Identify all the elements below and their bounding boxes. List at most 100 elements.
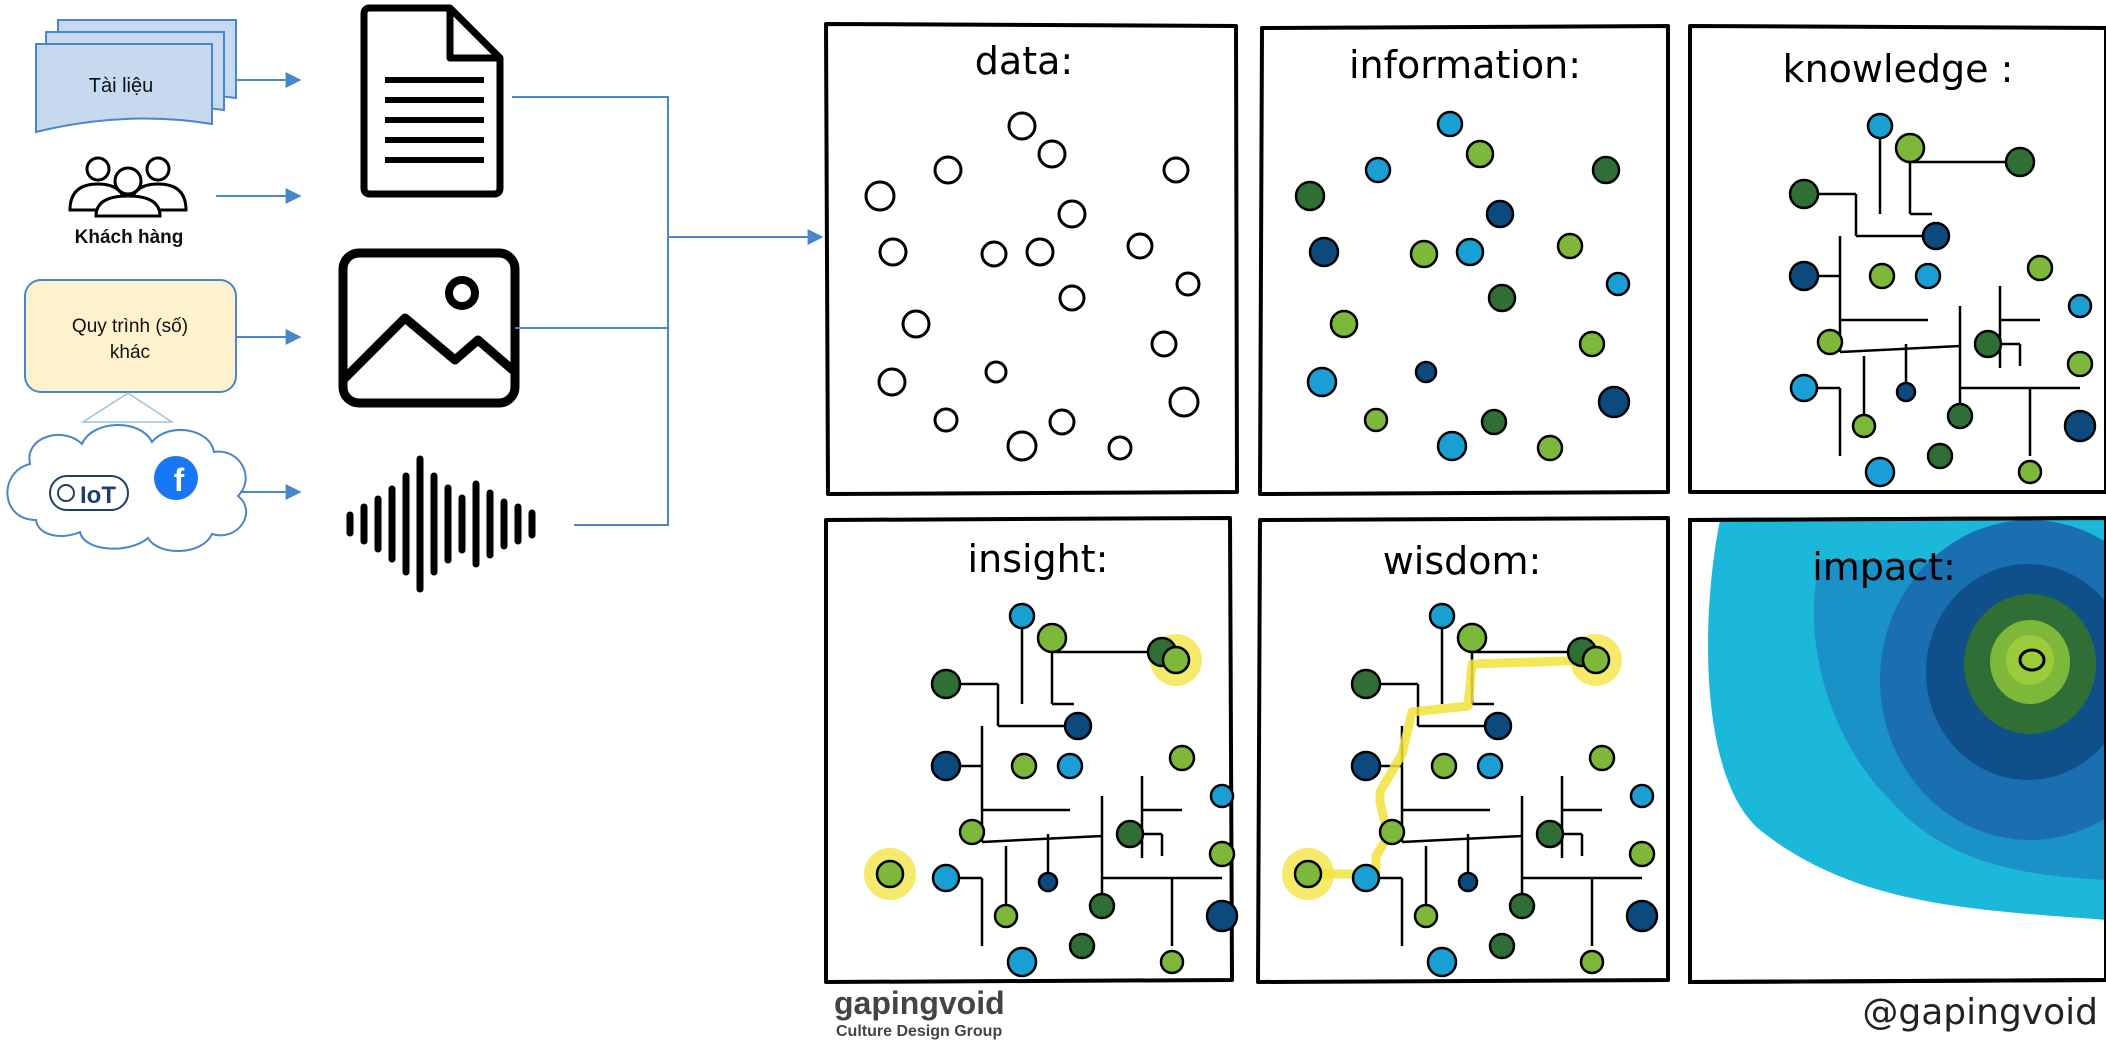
information-dot <box>1364 156 1392 184</box>
network-node <box>1476 752 1504 780</box>
merge-connector <box>512 96 824 526</box>
network-node <box>993 903 1019 929</box>
network-node <box>2067 293 2093 319</box>
network-node <box>1868 262 1896 290</box>
data-dot <box>984 360 1008 384</box>
panel-knowledge-title: knowledge : <box>1783 47 2014 91</box>
network-node <box>1788 178 1820 210</box>
data-dot <box>980 240 1008 268</box>
information-dot <box>1597 385 1631 419</box>
network-node <box>1579 949 1605 975</box>
gapingvoid-logo: gapingvoid Culture Design Group <box>834 985 1005 1040</box>
network-node <box>1457 871 1479 893</box>
information-dot <box>1409 239 1439 269</box>
network-node <box>1625 899 1659 933</box>
network-node <box>1588 744 1616 772</box>
data-dot <box>864 180 896 212</box>
network-node <box>1351 863 1381 893</box>
network-node <box>2026 254 2054 282</box>
wisdom-network <box>1282 602 1659 978</box>
information-dot <box>1556 232 1584 260</box>
information-dot <box>1329 309 1359 339</box>
network-node <box>1629 783 1655 809</box>
information-dot <box>1414 360 1438 384</box>
network-node <box>1159 949 1185 975</box>
customers-label: Khách hàng <box>75 227 184 248</box>
network-node <box>1508 892 1536 920</box>
information-dots <box>1294 110 1631 462</box>
network-node <box>1205 899 1239 933</box>
people-icon <box>68 156 188 218</box>
process-label-line1: Quy trình (số) <box>72 316 188 337</box>
process-label-line2: khác <box>110 342 150 363</box>
information-dot <box>1455 237 1485 267</box>
panel-wisdom-title: wisdom: <box>1383 539 1542 583</box>
highlighted-node <box>875 859 905 889</box>
information-dot <box>1605 271 1631 297</box>
data-dots <box>864 111 1201 462</box>
network-node <box>1456 622 1488 654</box>
network-node <box>1788 260 1820 292</box>
information-dot <box>1536 434 1564 462</box>
network-node <box>2063 409 2097 443</box>
source-arrows <box>216 72 302 500</box>
network-node <box>1816 328 1844 356</box>
footer-tagline: Culture Design Group <box>836 1023 1002 1040</box>
document-icon <box>360 4 504 198</box>
data-dot <box>1006 430 1038 462</box>
data-dot <box>1150 330 1178 358</box>
network-node <box>1068 932 1096 960</box>
data-dot <box>1025 237 1055 267</box>
network-node <box>958 818 986 846</box>
network-node <box>1115 819 1145 849</box>
highlighted-node <box>1161 645 1191 675</box>
footer-brand: gapingvoid <box>834 985 1005 1021</box>
highlighted-node <box>1581 645 1611 675</box>
information-dot <box>1363 407 1389 433</box>
highlighted-node <box>1293 859 1323 889</box>
network-node <box>1350 668 1382 700</box>
data-dot <box>1126 232 1154 260</box>
iot-logo: IoT <box>49 475 129 511</box>
impact-bullseye <box>1708 520 2106 920</box>
network-node <box>1894 132 1926 164</box>
panel-information-frame <box>1258 24 1670 496</box>
network-node <box>1426 946 1458 978</box>
audio-waveform-icon <box>346 455 536 593</box>
panel-data-frame <box>824 22 1239 496</box>
network-node <box>1010 752 1038 780</box>
data-dot <box>878 237 908 267</box>
network-node <box>2017 459 2043 485</box>
network-node <box>1895 381 1917 403</box>
network-node <box>1628 840 1656 868</box>
network-node <box>931 863 961 893</box>
panel-insight-frame <box>824 516 1234 984</box>
network-node <box>1428 602 1456 630</box>
data-dot <box>1057 199 1087 229</box>
image-icon <box>338 248 520 408</box>
panel-wisdom-frame <box>1256 516 1670 984</box>
knowledge-network <box>1788 112 2097 488</box>
data-dot <box>1168 386 1200 418</box>
network-node <box>1063 711 1093 741</box>
network-node <box>930 750 962 782</box>
network-node <box>1914 262 1942 290</box>
information-dot <box>1294 180 1326 212</box>
network-node <box>1851 413 1877 439</box>
data-dot <box>1058 284 1086 312</box>
information-dot <box>1436 430 1468 462</box>
data-dot <box>1007 111 1037 141</box>
information-dot <box>1436 110 1464 138</box>
network-node <box>1209 783 1235 809</box>
data-dot <box>901 309 931 339</box>
network-node <box>1006 946 1038 978</box>
network-node <box>1208 840 1236 868</box>
network-node <box>1926 442 1954 470</box>
network-node <box>1413 903 1439 929</box>
panel-knowledge-frame <box>1688 24 2106 494</box>
network-node <box>1430 752 1458 780</box>
network-node <box>1483 711 1513 741</box>
network-node <box>2066 350 2094 378</box>
network-node <box>1350 750 1382 782</box>
